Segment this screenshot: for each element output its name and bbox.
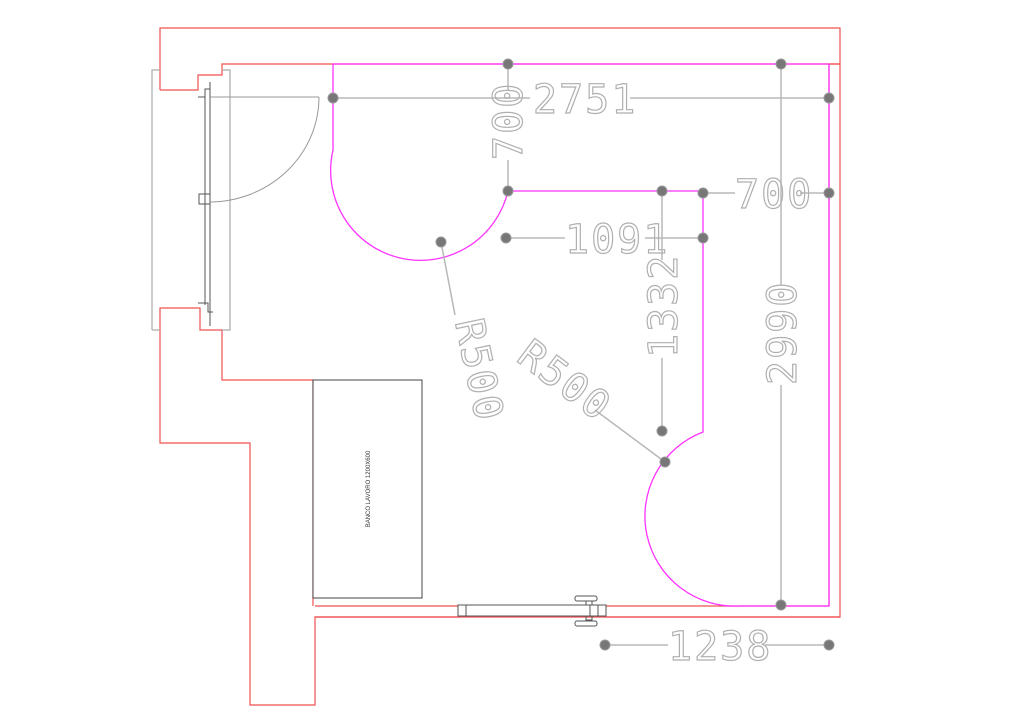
dim-label-r500-left: R500: [445, 315, 512, 427]
node[interactable]: [823, 92, 835, 104]
node[interactable]: [697, 232, 709, 244]
dim-r500-right-leader: [594, 409, 666, 463]
node[interactable]: [599, 639, 611, 651]
node[interactable]: [775, 599, 787, 611]
door-swing-arc: [209, 96, 320, 203]
door-stop-bottom: [198, 302, 213, 313]
node[interactable]: [775, 58, 787, 70]
workbench-label: BANCO LAVORO 1200X600: [366, 450, 372, 527]
dim-label-r500-right: R500: [509, 331, 620, 431]
dim-label-1332: 1332: [641, 254, 687, 358]
bottom-sliding-door: [457, 595, 607, 627]
accessible-area-outline: [330, 63, 830, 607]
dim-label-2751: 2751: [533, 77, 637, 123]
dim-r500-left-leader: [440, 241, 456, 316]
workbench-rect: [312, 379, 423, 599]
node[interactable]: [823, 187, 835, 199]
door-hinge: [198, 193, 211, 205]
node[interactable]: [659, 456, 671, 468]
door-handle-bottom: [574, 620, 598, 627]
dim-label-1091: 1091: [565, 217, 669, 263]
dimension-labels: 2751 700 700 1091 1332 2990 R500 R500 12…: [445, 76, 813, 670]
dim-label-1238: 1238: [668, 624, 772, 670]
node[interactable]: [502, 185, 514, 197]
workbench: BANCO LAVORO 1200X600: [312, 379, 423, 599]
node[interactable]: [697, 187, 709, 199]
node[interactable]: [500, 232, 512, 244]
node[interactable]: [823, 639, 835, 651]
door-handle-top: [574, 595, 598, 602]
dim-label-2990: 2990: [760, 281, 806, 385]
dim-label-700-horizontal: 700: [735, 172, 813, 218]
node[interactable]: [327, 92, 339, 104]
node[interactable]: [656, 425, 668, 437]
inner-top-wall: [160, 63, 840, 91]
node[interactable]: [435, 236, 447, 248]
node[interactable]: [502, 58, 514, 70]
left-door: [151, 69, 320, 331]
outer-wall-outline: [159, 27, 841, 706]
handle-mount-bottom: [585, 615, 593, 621]
door-frame-outer: [151, 69, 160, 330]
turning-area: [330, 63, 830, 607]
door-stop-top: [198, 88, 210, 98]
dimension-nodes: [327, 58, 835, 651]
sliding-door-panel: [457, 604, 599, 617]
sliding-door-end: [589, 604, 607, 617]
dim-label-700-vertical: 700: [486, 82, 532, 160]
dimension-lines: [333, 64, 829, 646]
handle-mount-top: [585, 600, 593, 606]
node[interactable]: [656, 185, 668, 197]
